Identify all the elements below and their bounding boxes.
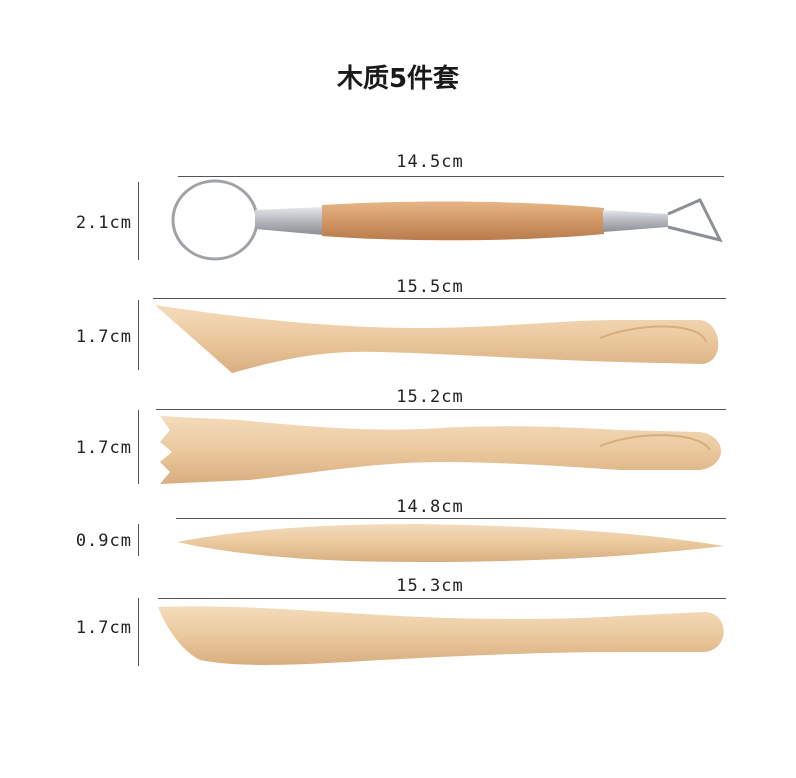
length-line-3: [156, 409, 726, 410]
length-line-5: [158, 598, 726, 599]
length-line-2: [153, 298, 726, 299]
length-label-5: 15.3cm: [396, 576, 464, 596]
width-line-3: [138, 410, 139, 484]
width-label-2: 1.7cm: [75, 327, 132, 347]
width-label-3: 1.7cm: [75, 438, 132, 458]
width-line-5: [138, 598, 139, 666]
page-title: 木质5件套: [336, 64, 460, 94]
length-line-4: [176, 518, 726, 519]
width-line-2: [138, 300, 139, 370]
length-label-4: 14.8cm: [396, 497, 464, 517]
width-line-1: [138, 182, 139, 260]
length-line-1: [178, 176, 724, 177]
width-label-5: 1.7cm: [75, 618, 132, 638]
width-label-1: 2.1cm: [75, 213, 132, 233]
length-label-2: 15.5cm: [396, 277, 464, 297]
width-label-4: 0.9cm: [75, 531, 132, 551]
length-label-1: 14.5cm: [396, 152, 464, 172]
width-line-4: [138, 524, 139, 556]
length-label-3: 15.2cm: [396, 387, 464, 407]
